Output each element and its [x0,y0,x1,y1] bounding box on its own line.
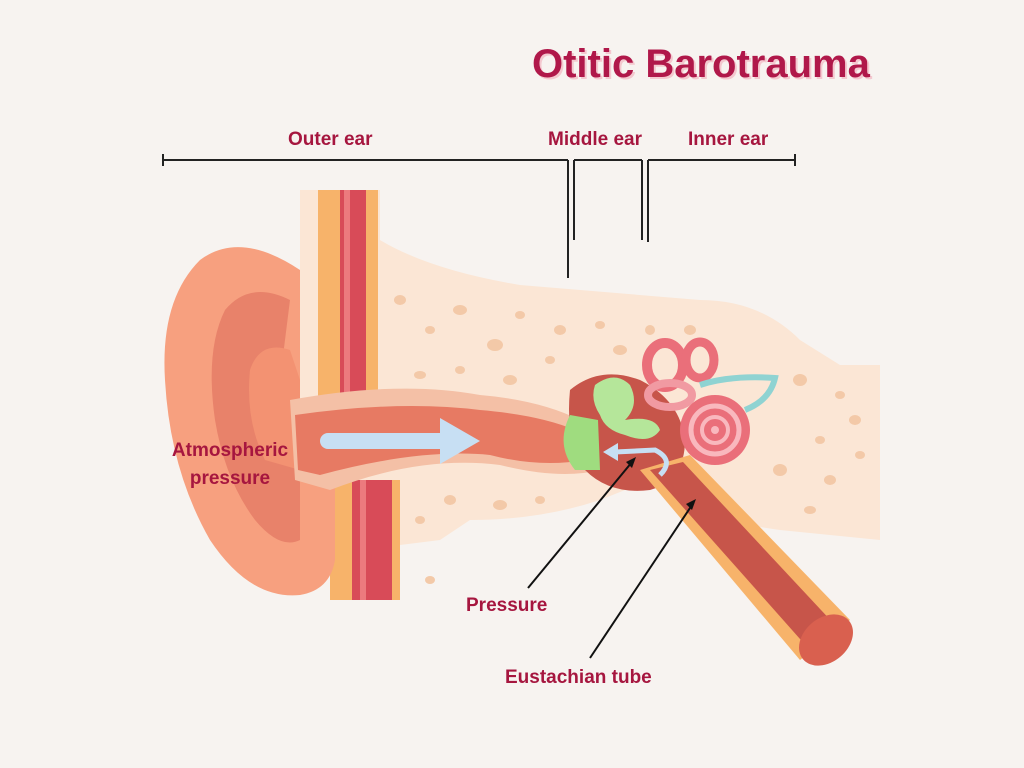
label-atmospheric-line1: Atmospheric [171,440,289,461]
air-arrow [320,418,480,464]
upper-tissue-layers [318,190,378,400]
auditory-nerve [699,374,779,413]
eardrum [563,415,600,470]
label-atmospheric-line2: pressure [189,468,271,489]
label-pressure: Pressure [466,595,548,616]
eustachian-tube-opening [799,614,853,666]
pinna-concha [249,347,300,470]
leader-arrowhead-pressure [626,457,636,468]
label-inner-ear: Inner ear [688,129,769,150]
lower-tissue-layers [330,480,400,600]
region-brackets [162,154,796,278]
diagram-title: Otitic Barotrauma [532,42,870,86]
pressure-arrow [614,447,669,477]
label-outer-ear: Outer ear [288,129,373,150]
label-middle-ear: Middle ear [548,129,642,150]
label-eustachian-tube: Eustachian tube [505,667,652,688]
eustachian-tube [650,462,835,648]
ossicles [593,377,660,439]
bone-pores [394,295,865,584]
label-atmospheric-pressure: Atmospheric pressure [160,437,300,493]
pressure-arrowhead [603,443,618,461]
leader-arrowhead-eustachian [686,499,696,510]
leader-lines [527,461,693,659]
inner-ear-cochlea [642,337,750,465]
